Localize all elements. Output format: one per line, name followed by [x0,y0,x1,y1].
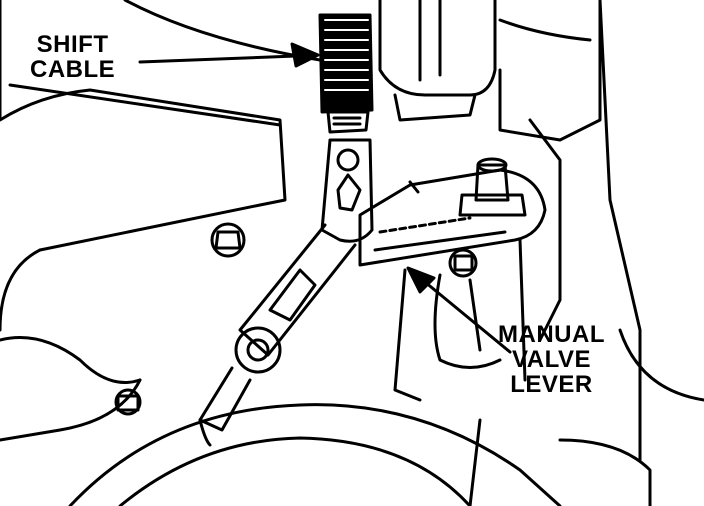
cable-end-bracket [320,138,374,243]
valve-body-casting [393,238,527,402]
manual-valve-nut [458,157,527,217]
transmission-housing [0,0,704,462]
shift-cable-label-line-2: CABLE [30,56,116,84]
manual-valve-lever-leader [406,266,512,354]
manual-valve-lever-label: MANUAL VALVE LEVER [498,322,605,398]
housing-bolt-lower [114,388,142,416]
lever-pivot-bolt [448,248,478,278]
manual-valve-lever-label-line-1: MANUAL [498,321,605,348]
shift-linkage-arm [198,223,357,432]
manual-valve-lever-label-line-3: LEVER [510,371,593,399]
shift-cable-boot [318,13,374,134]
shift-cable-leader [138,42,320,68]
housing-bolt-upper [210,222,246,258]
shift-cable-label-line-1: SHIFT [36,31,109,58]
manual-valve-lever [358,168,547,267]
manual-valve-lever-label-line-2: VALVE [512,346,591,374]
shift-cable-label: SHIFT CABLE [30,31,116,84]
transmission-case-lower [68,403,652,506]
